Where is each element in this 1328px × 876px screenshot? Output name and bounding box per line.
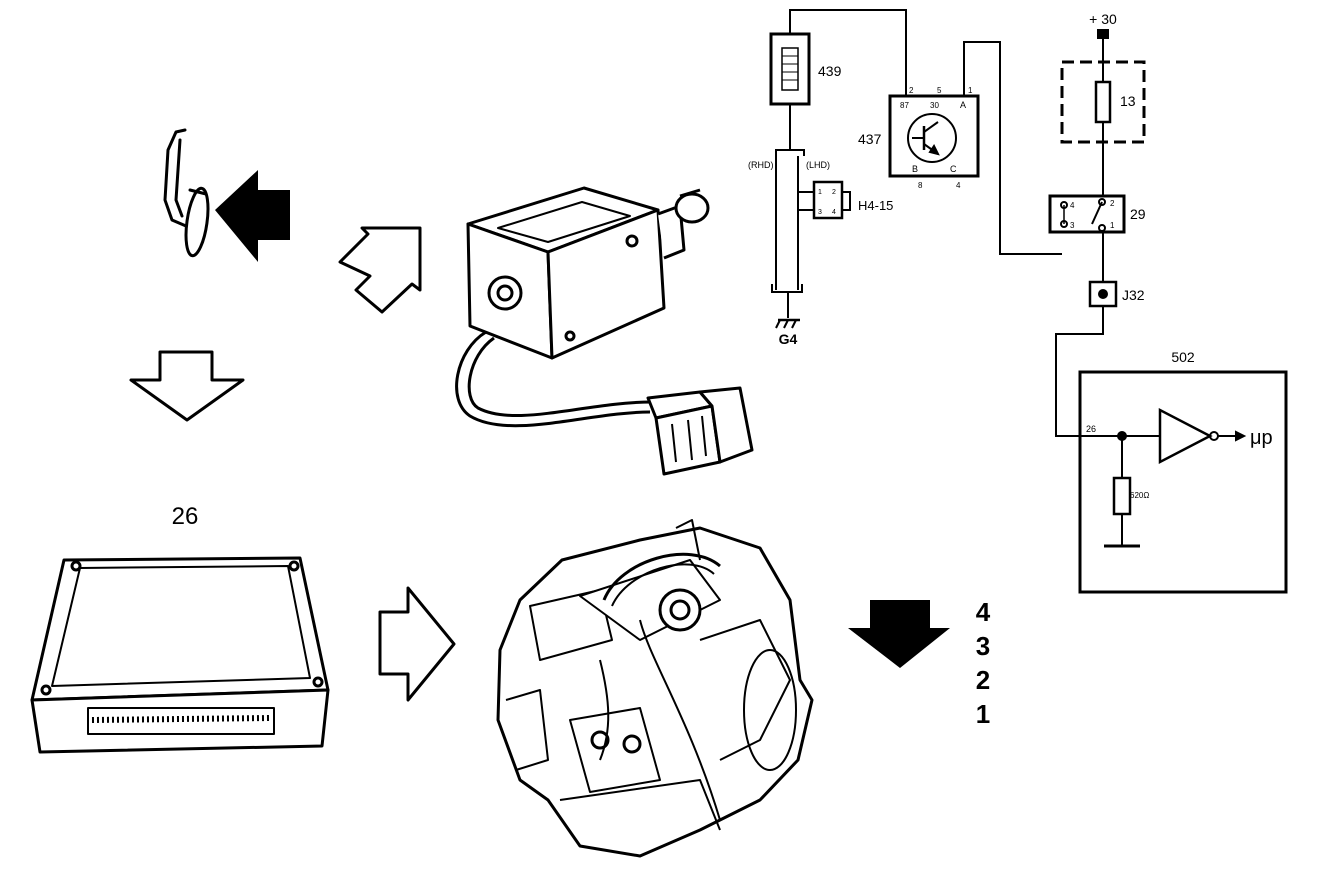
pin-437-4: 4 xyxy=(956,181,961,190)
module-502-label: 502 xyxy=(1171,349,1195,365)
resistor-value-label: 620Ω xyxy=(1130,491,1149,500)
pin-h4-4: 4 xyxy=(832,209,836,216)
pin-437-a: A xyxy=(960,100,966,110)
pin-29-1: 1 xyxy=(1110,221,1115,230)
lhd-label: (LHD) xyxy=(806,160,830,170)
solenoid-illustration xyxy=(455,186,754,476)
kickdown-pedal-illustration xyxy=(163,128,210,258)
down-arrow-outline-icon xyxy=(129,350,245,422)
pin-29-4: 4 xyxy=(1070,201,1075,210)
relay-439-box xyxy=(769,32,811,106)
pin-437-5: 5 xyxy=(937,86,942,95)
rhd-label: (RHD) xyxy=(748,160,774,170)
plus-30-label: + 30 xyxy=(1089,11,1117,27)
schematic-labels: 439 437 13 + 30 29 J32 502 H4-15 G4 (RHD… xyxy=(748,11,1273,500)
pin-437-2: 2 xyxy=(909,86,914,95)
gear-position-list: 4 3 2 1 xyxy=(976,597,991,729)
pin-437-8: 8 xyxy=(918,181,923,190)
gear-2-label: 2 xyxy=(976,665,990,695)
relay-439-label: 439 xyxy=(818,63,842,79)
pin-437-b: B xyxy=(912,164,918,174)
pin-437-1: 1 xyxy=(968,86,973,95)
module-502-box xyxy=(1078,370,1288,594)
right-arrow-outline-icon xyxy=(378,586,456,702)
pin-29-2: 2 xyxy=(1110,199,1115,208)
switch-29-box xyxy=(1048,194,1126,234)
connector-j32-label: J32 xyxy=(1122,287,1145,303)
switch-29-label: 29 xyxy=(1130,206,1146,222)
diagonal-arrow-outline-icon xyxy=(338,226,422,314)
pin-h4-1: 1 xyxy=(818,189,822,196)
gear-1-label: 1 xyxy=(976,699,990,729)
module-502-pin-26-label: 26 xyxy=(1086,424,1096,434)
left-arrow-solid-icon xyxy=(215,170,290,262)
transistor-437-label: 437 xyxy=(858,131,882,147)
pin-h4-2: 2 xyxy=(832,189,836,196)
ecu-unit-illustration xyxy=(30,556,330,754)
ground-g4-label: G4 xyxy=(779,331,798,347)
gearbox-illustration xyxy=(496,519,814,858)
fuse-13-label: 13 xyxy=(1120,93,1136,109)
pin-29-3: 3 xyxy=(1070,221,1075,230)
gear-3-label: 3 xyxy=(976,631,990,661)
pin-437-c: C xyxy=(950,164,957,174)
ecu-label: 26 xyxy=(172,503,199,530)
down-arrow-solid-icon xyxy=(848,600,950,668)
pin-437-87: 87 xyxy=(900,101,909,110)
transistor-437-box xyxy=(888,94,980,178)
wiring-schematic xyxy=(769,9,1288,594)
pin-h4-3: 3 xyxy=(818,209,822,216)
pin-437-30: 30 xyxy=(930,101,939,110)
micro-p-label: μp xyxy=(1250,427,1273,449)
gear-4-label: 4 xyxy=(976,597,991,627)
connector-h4-15-label: H4-15 xyxy=(858,198,893,213)
connector-h4-15-box xyxy=(812,180,844,220)
